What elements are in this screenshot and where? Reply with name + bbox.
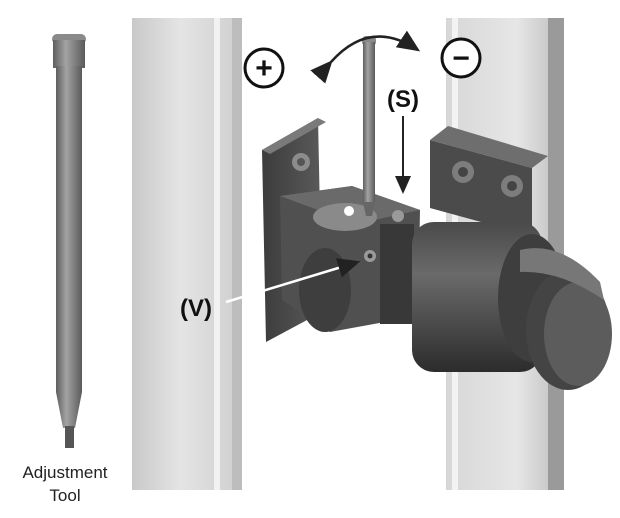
plus-symbol: + <box>243 47 285 89</box>
tool-caption-line1: Adjustment <box>22 463 108 482</box>
minus-text: − <box>452 42 470 75</box>
minus-symbol: − <box>440 37 482 79</box>
adjustment-tool <box>52 34 86 448</box>
closer-cylinder <box>412 222 612 390</box>
tool-caption-line2: Tool <box>49 486 81 505</box>
plus-text: + <box>255 52 273 85</box>
v-callout-arrow <box>225 258 361 304</box>
tool-caption: Adjustment Tool <box>0 461 130 507</box>
s-callout-label: (S) <box>387 86 419 113</box>
v-callout-label: (V) <box>180 295 212 322</box>
right-mounting-plate <box>430 126 548 236</box>
inserted-tool <box>362 36 376 216</box>
rotation-arrow <box>310 30 421 84</box>
left-post <box>132 18 242 490</box>
hinge-body <box>280 186 420 332</box>
